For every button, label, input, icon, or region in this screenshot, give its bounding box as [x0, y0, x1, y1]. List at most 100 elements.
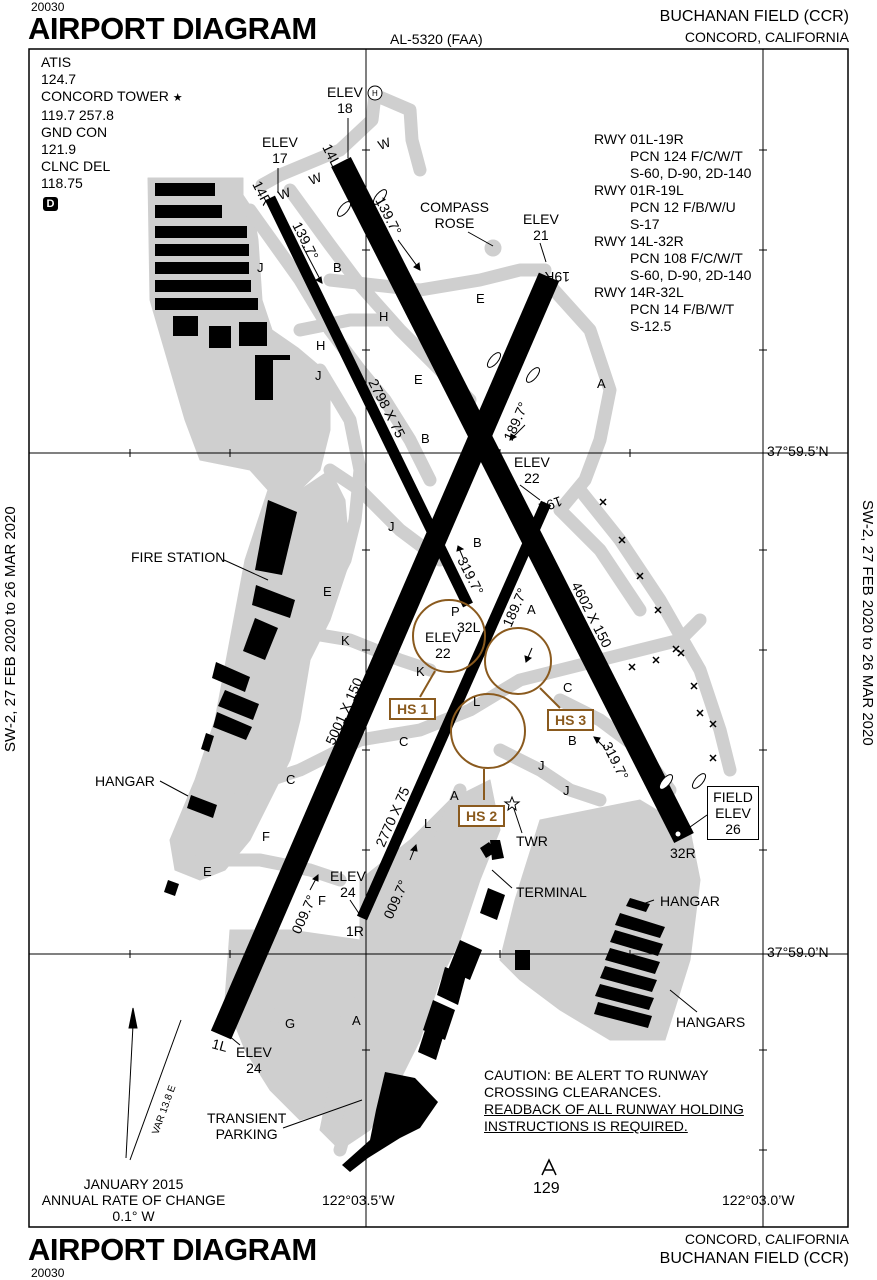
twy-W1: W	[376, 134, 393, 153]
tower-star-glyph: ★	[172, 92, 183, 104]
heli-letter: H	[372, 89, 378, 98]
frequency-block: ATIS 124.7 CONCORD TOWER ★ 119.7 257.8 G…	[41, 54, 183, 192]
buildings	[155, 183, 665, 1172]
tower-star-icon	[503, 795, 521, 812]
tower-label: CONCORD TOWER	[41, 88, 169, 104]
twy-K2: K	[416, 664, 425, 679]
hdg-1L-1: 009.7°	[288, 893, 319, 937]
terminal-label: TERMINAL	[516, 884, 587, 900]
twy-C2: C	[399, 734, 408, 749]
twr-label: TWR	[516, 833, 548, 849]
twy-J4: J	[538, 758, 545, 773]
runway-info-line: PCN 108 F/C/W/T	[630, 250, 743, 266]
runway-info-name: RWY 01R-19L	[594, 182, 684, 198]
rwy-32R: 32R	[670, 845, 696, 861]
heliport-icon	[367, 85, 383, 101]
footer-title: AIRPORT DIAGRAM	[28, 1232, 317, 1267]
runway-info-line: S-17	[630, 216, 660, 232]
twy-B3: B	[473, 535, 482, 550]
tower-row: CONCORD TOWER ★	[41, 88, 183, 107]
hot-spot-circles	[412, 599, 561, 800]
north-symbol-icon	[541, 1158, 557, 1176]
runway-14L-32R	[331, 157, 694, 843]
gnd-freq: 121.9	[41, 141, 77, 157]
twy-P: P	[451, 604, 460, 619]
runways	[210, 157, 694, 1040]
airport-name: BUCHANAN FIELD (CCR)	[659, 8, 849, 25]
twy-K1: K	[341, 633, 350, 648]
lon-label-2: 122°03.0’W	[722, 1192, 795, 1208]
wind-cone-icons	[336, 189, 707, 790]
doc-id-bottom: 20030	[31, 1266, 65, 1280]
lat-label-2: 37°59.0’N	[767, 944, 829, 960]
footer-city: CONCORD, CALIFORNIA	[684, 1231, 849, 1247]
leader-lines	[159, 118, 708, 1129]
twy-A1: A	[597, 376, 606, 391]
hot-spot-2: HS 2	[458, 805, 506, 827]
pavement	[147, 177, 701, 1151]
clnc-label: CLNC DEL	[41, 158, 111, 174]
twy-A2: A	[527, 602, 536, 617]
fire-station-label: FIRE STATION	[131, 549, 226, 565]
rwy-19R: 19R	[544, 269, 570, 285]
hangar-left-label: HANGAR	[95, 773, 155, 789]
d-badge: D	[43, 197, 58, 211]
atis-freq: 124.7	[41, 71, 77, 87]
twy-H1: H	[379, 309, 388, 324]
rwy-1L: 1L	[210, 1035, 229, 1055]
twy-L1: L	[473, 694, 480, 709]
twy-G: G	[285, 1016, 295, 1031]
atis-label: ATIS	[41, 54, 72, 70]
twy-J5: J	[563, 783, 570, 798]
runway-info-line: S-60, D-90, 2D-140	[630, 165, 752, 181]
magvar-block: JANUARY 2015 ANNUAL RATE OF CHANGE 0.1° …	[36, 1176, 231, 1224]
runway-info-name: RWY 14R-32L	[594, 284, 684, 300]
lat-label-1: 37°59.5’N	[767, 443, 829, 459]
rwy-32L: 32L	[457, 619, 481, 635]
twy-C3: C	[563, 680, 572, 695]
twy-E1: E	[476, 291, 485, 306]
grid-lines	[29, 49, 848, 1227]
twy-B1: B	[333, 260, 342, 275]
runway-01L-19R	[210, 272, 560, 1040]
runway-info-line: PCN 124 F/C/W/T	[630, 148, 743, 164]
clnc-freq: 118.75	[41, 175, 83, 191]
twy-E2: E	[414, 372, 423, 387]
hot-spot-3: HS 3	[547, 709, 595, 731]
footer-airport-name: BUCHANAN FIELD (CCR)	[659, 1250, 849, 1267]
gnd-label: GND CON	[41, 124, 108, 140]
twy-A3: A	[450, 788, 459, 803]
rwy-1R: 1R	[346, 923, 364, 939]
twy-C1: C	[286, 772, 295, 787]
tower-freq: 119.7 257.8	[41, 107, 114, 123]
runway-01R-19L	[356, 500, 552, 921]
magvar-rate-label: ANNUAL RATE OF CHANGE	[41, 1192, 226, 1208]
page-title: AIRPORT DIAGRAM	[28, 11, 317, 46]
twy-A4: A	[352, 1013, 361, 1028]
twy-F2: F	[318, 893, 326, 908]
hot-spot-1: HS 1	[389, 698, 437, 720]
twy-F1: F	[262, 829, 270, 844]
side-text-right: SW-2, 27 FEB 2020 to 26 MAR 2020	[859, 500, 876, 746]
twy-J3: J	[388, 519, 395, 534]
twy-B2: B	[421, 431, 430, 446]
rwy-19L: 19L	[537, 493, 565, 516]
city-name: CONCORD, CALIFORNIA	[684, 29, 849, 45]
twy-J1: J	[257, 260, 264, 275]
hangar-right-label: HANGAR	[660, 893, 720, 909]
twy-L2: L	[424, 816, 431, 831]
field-elev-point	[675, 831, 681, 837]
caution-note: CAUTION: BE ALERT TO RUNWAY CROSSING CLE…	[484, 1067, 744, 1134]
taxiway-letters: W W W J J J J J B B B B H H E E E E A A …	[203, 89, 606, 1031]
doc-id-top: 20030	[31, 0, 65, 14]
